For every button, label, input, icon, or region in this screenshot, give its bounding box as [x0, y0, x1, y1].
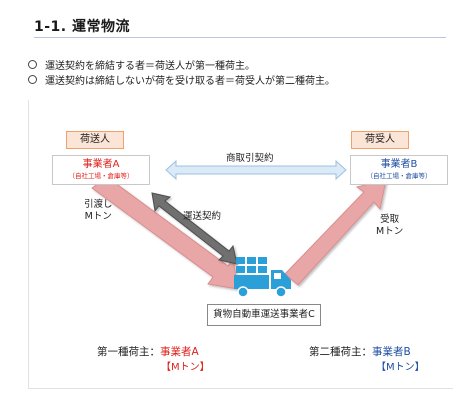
- second-shipper-prefix: 第二種荷主：: [309, 346, 372, 358]
- circle-bullet-icon: [28, 75, 37, 84]
- bullet-text: 運送契約を締結する者＝荷送人が第一種荷主。: [45, 61, 255, 72]
- handover-amount: Mトン: [84, 211, 112, 222]
- trade-contract-label: 商取引契約: [226, 153, 274, 164]
- party-b-box: 事業者B （自社工場・倉庫等）: [350, 155, 448, 185]
- receive-label: 受取 Mトン: [376, 214, 403, 238]
- bullet-item: 運送契約を締結する者＝荷送人が第一種荷主。: [28, 57, 255, 72]
- trade-contract-arrow: [165, 159, 347, 181]
- party-a-box: 事業者A （自社工場・倉庫等）: [52, 155, 150, 185]
- bullet-item: 運送契約は締結しないが荷を受け取る者＝荷受人が第二種荷主。: [28, 72, 335, 87]
- second-shipper-line: 第二種荷主：事業者B: [309, 344, 411, 359]
- second-shipper-amount: 【Mトン】: [376, 362, 425, 373]
- party-c-box: 貨物自動車運送事業者C: [207, 304, 321, 326]
- handover-text: 引渡し: [84, 199, 113, 210]
- first-shipper-name: 事業者A: [160, 346, 199, 358]
- transport-contract-label: 運送契約: [183, 211, 222, 222]
- party-a-name: 事業者A: [82, 159, 120, 170]
- section-heading: 1-1. 運常物流: [34, 19, 130, 35]
- consignee-tag: 荷受人: [351, 131, 409, 149]
- party-b-sub: （自社工場・倉庫等）: [366, 172, 432, 180]
- diagram-frame: [28, 100, 453, 389]
- truck-icon: [234, 257, 291, 298]
- heading-divider: [34, 37, 446, 38]
- shipper-tag: 荷送人: [66, 131, 124, 149]
- handover-arrow: [91, 176, 239, 290]
- receive-arrow: [284, 179, 387, 286]
- first-shipper-line: 第一種荷主：事業者A: [97, 344, 199, 359]
- receive-text: 受取: [380, 214, 400, 225]
- party-b-name: 事業者B: [380, 159, 418, 170]
- bullet-text: 運送契約は締結しないが荷を受け取る者＝荷受人が第二種荷主。: [45, 76, 335, 87]
- receive-amount: Mトン: [376, 226, 404, 237]
- handover-label: 引渡し Mトン: [84, 199, 113, 223]
- first-shipper-prefix: 第一種荷主：: [97, 346, 160, 358]
- party-a-sub: （自社工場・倉庫等）: [68, 172, 134, 180]
- second-shipper-name: 事業者B: [372, 346, 411, 358]
- circle-bullet-icon: [28, 60, 37, 69]
- first-shipper-amount: 【Mトン】: [161, 362, 210, 373]
